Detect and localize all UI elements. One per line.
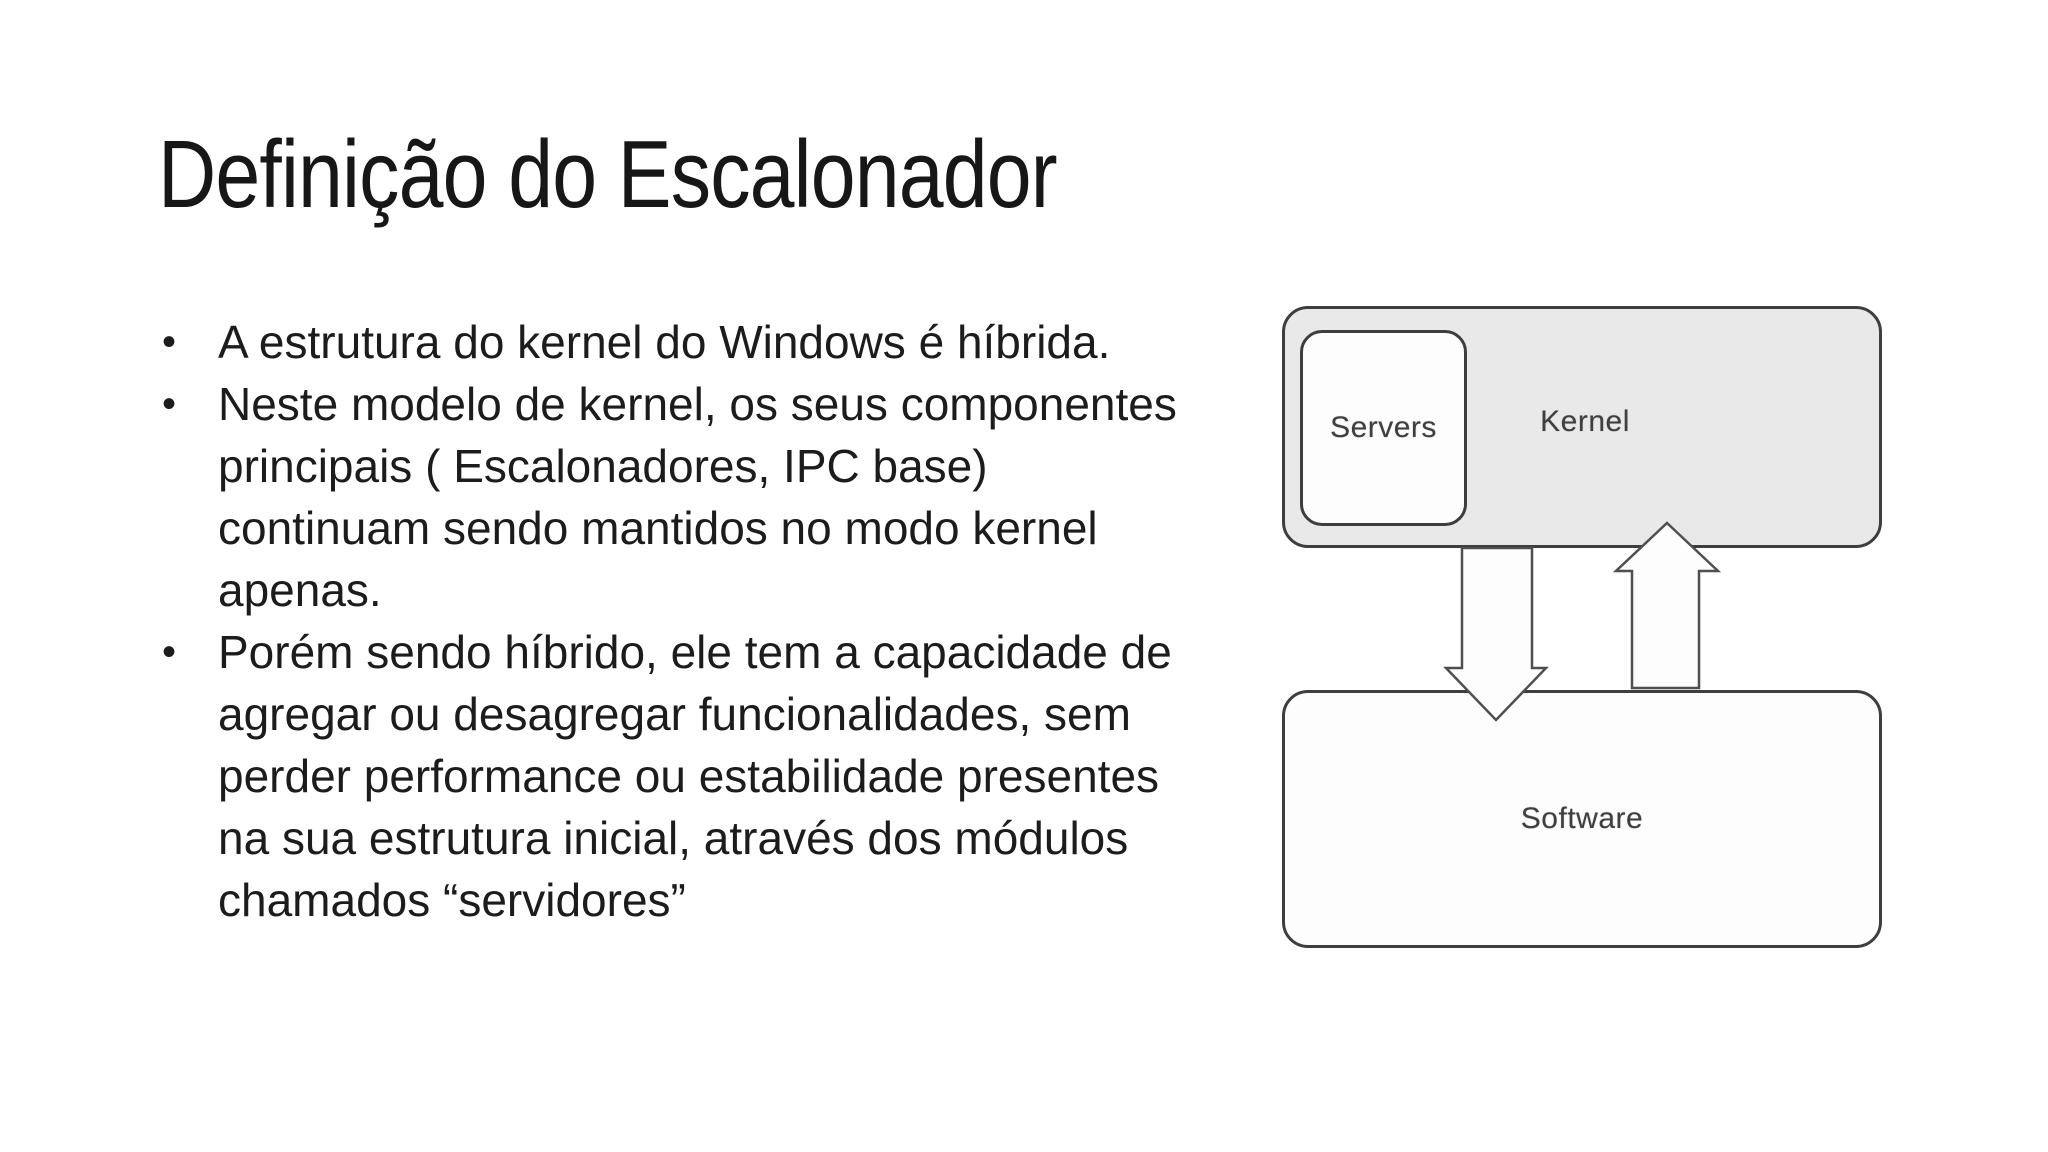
bullet-item: • A estrutura do kernel do Windows é híbr… <box>160 311 1300 373</box>
bullet-line: na sua estrutura inicial, através dos mó… <box>218 812 1129 864</box>
servers-label: Servers <box>1330 411 1437 444</box>
bullet-line: principais ( Escalonadores, IPC base) <box>218 440 988 492</box>
bullet-line: Porém sendo híbrido, ele tem a capacidad… <box>218 626 1172 678</box>
bullet-line: perder performance ou estabilidade prese… <box>218 750 1160 802</box>
bullet-item: • Porém sendo híbrido, ele tem a capacida… <box>160 621 1300 931</box>
bullet-line: chamados “servidores” <box>218 874 686 926</box>
bullet-line: Neste modelo de kernel, os seus componen… <box>218 378 1177 430</box>
bullet-line: continuam sendo mantidos no modo kernel <box>218 502 1098 554</box>
kernel-box: Servers Kernel <box>1282 306 1882 548</box>
bullet-text: Neste modelo de kernel, os seus componen… <box>218 373 1300 621</box>
bullet-list: • A estrutura do kernel do Windows é híbr… <box>160 311 1300 931</box>
bullet-item: • Neste modelo de kernel, os seus compone… <box>160 373 1300 621</box>
up-arrow-icon <box>1612 521 1722 690</box>
servers-box: Servers <box>1300 330 1467 526</box>
bullet-line: agregar ou desagregar funcionalidades, s… <box>218 688 1131 740</box>
data-flow-arrows <box>1443 521 1722 722</box>
slide-title: Definição do Escalonador <box>158 121 1058 228</box>
bullet-marker: • <box>162 320 177 364</box>
bullet-line: A estrutura do kernel do Windows é híbri… <box>218 316 1111 368</box>
software-box: Software <box>1282 690 1882 948</box>
kernel-label: Kernel <box>1540 405 1630 438</box>
bullet-marker: • <box>162 630 177 674</box>
bullet-marker: • <box>162 382 177 426</box>
software-label: Software <box>1520 802 1644 835</box>
down-arrow-icon <box>1443 546 1549 722</box>
bullet-line: apenas. <box>218 564 382 616</box>
kernel-architecture-diagram: Servers Kernel Software <box>1279 300 1889 951</box>
bullet-text: A estrutura do kernel do Windows é híbri… <box>218 311 1300 373</box>
bullet-text: Porém sendo híbrido, ele tem a capacidad… <box>218 621 1300 931</box>
